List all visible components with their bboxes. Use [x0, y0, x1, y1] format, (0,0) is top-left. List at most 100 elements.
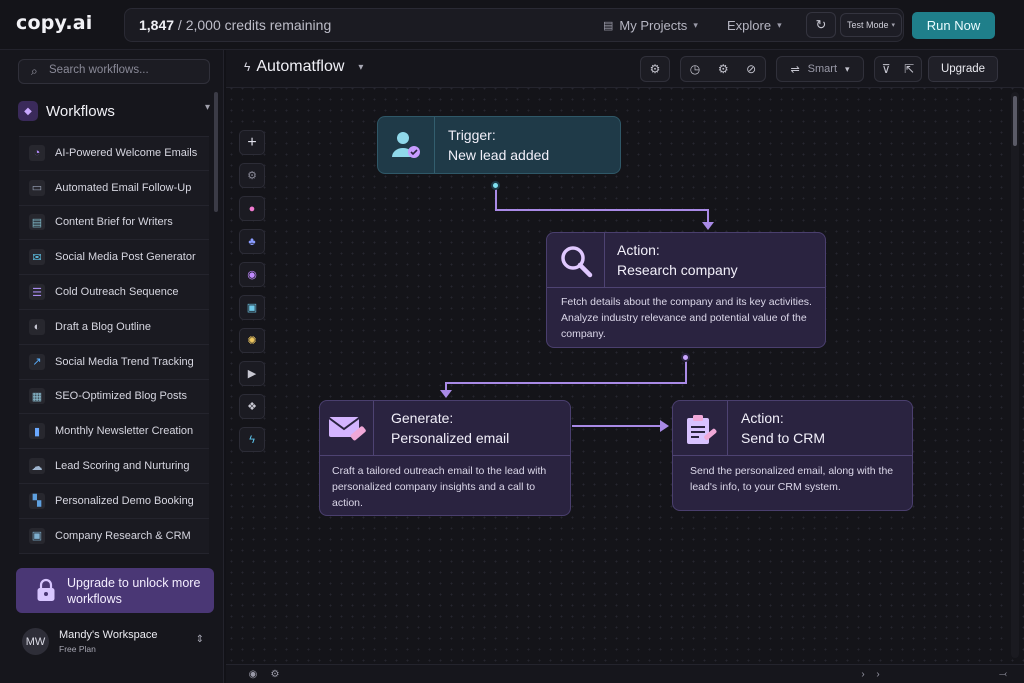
generate-node[interactable]: Generate: Personalized email Craft a tai… — [319, 400, 571, 516]
chevron-right-icon[interactable]: › — [876, 669, 880, 680]
chat-icon: ▭ — [29, 179, 45, 196]
canvas-scrollbar[interactable] — [1013, 96, 1017, 146]
mail-icon: ✉ — [29, 249, 45, 266]
logo[interactable]: copy.ai — [16, 12, 93, 34]
export-icon[interactable]: ⇱ — [904, 62, 915, 76]
record-icon[interactable]: ◉ — [248, 669, 258, 680]
workflow-item[interactable]: ◐Draft a Blog Outline — [19, 309, 209, 345]
test-mode-label: Test Mode — [846, 20, 889, 30]
workflow-item[interactable]: ◔AI-Powered Welcome Emails — [19, 136, 209, 171]
cog-icon[interactable]: ⚙ — [717, 62, 729, 76]
refresh-icon: ↻ — [815, 17, 827, 32]
gear-icon: ⚙ — [649, 62, 661, 76]
research-node-header — [547, 233, 825, 288]
workflow-item[interactable]: ▭Automated Email Follow-Up — [19, 170, 209, 206]
workflow-item-label: Social Media Post Generator — [55, 251, 196, 264]
upgrade-button[interactable]: Upgrade — [928, 56, 998, 82]
filter-icon[interactable]: ⊽ — [881, 62, 891, 76]
cloud-icon: ☁ — [29, 458, 45, 475]
trigger-node[interactable]: Trigger: New lead added — [377, 116, 621, 174]
collapse-icon[interactable]: ⤙ — [999, 669, 1007, 680]
gear-small-icon[interactable]: ⚙ — [239, 163, 265, 188]
explore-label: Explore — [727, 18, 772, 33]
workflow-item[interactable]: ✉ Social Media Post Generator — [19, 240, 209, 276]
workflow-item-label: Monthly Newsletter Creation — [55, 425, 194, 438]
workflow-item[interactable]: ▤Content Brief for Writers — [19, 205, 209, 241]
test-mode-toggle[interactable]: Test Mode ▾ — [840, 13, 902, 37]
history-tools: ◷ ⚙ ⊘ — [680, 56, 766, 82]
user-add-icon — [392, 132, 420, 158]
crm-node-header — [673, 401, 912, 456]
research-kind: Action: — [617, 242, 660, 258]
bar-chart-icon: ▮ — [29, 423, 45, 440]
connectors — [440, 187, 714, 432]
workflows-section-header[interactable]: ◆ Workflows ▾ — [18, 98, 210, 124]
settings-button[interactable]: ⚙ — [640, 56, 670, 82]
crm-node[interactable]: Action: Send to CRM Send the personalize… — [672, 400, 913, 511]
crm-icon-box — [673, 401, 728, 456]
research-title: Research company — [617, 262, 738, 278]
arrowhead — [702, 222, 714, 230]
document-icon: ▤ — [29, 214, 45, 231]
clipboard-icon — [687, 414, 717, 444]
seo-icon: ▦ — [29, 388, 45, 405]
folder-icon: ▤ — [603, 20, 614, 32]
tool-rail: + ⚙ ● ♣ ◉ ▣ ✺ ▶ ❖ ϟ — [239, 130, 266, 460]
pin-icon[interactable]: ● — [239, 196, 265, 221]
research-output-port[interactable] — [681, 353, 690, 362]
workflow-list: ◔AI-Powered Welcome Emails▭Automated Ema… — [19, 136, 209, 554]
trigger-output-port[interactable] — [491, 181, 500, 190]
clock-icon[interactable]: ◷ — [689, 62, 701, 76]
crm-title: Send to CRM — [741, 430, 826, 446]
credits-remaining: / 2,000 credits remaining — [174, 17, 332, 33]
flow-canvas[interactable]: ϟ Automatflow ▾ ⚙ ◷ ⚙ ⊘ ⇌ Smart ▾ ⊽ ⇱ Up… — [226, 50, 1024, 683]
workflow-item-label: Company Research & CRM — [55, 529, 191, 542]
bolt-icon[interactable]: ϟ — [239, 427, 265, 452]
my-projects-menu[interactable]: ▤ My Projects ▾ — [603, 18, 698, 33]
arrowhead — [660, 420, 669, 432]
run-now-button[interactable]: Run Now — [912, 12, 995, 39]
search-input[interactable] — [49, 64, 199, 76]
workflow-item-label: SEO-Optimized Blog Posts — [55, 390, 188, 403]
plus-icon[interactable]: + — [239, 130, 265, 155]
workflow-item[interactable]: ▮ Monthly Newsletter Creation — [19, 414, 209, 450]
chain-icon[interactable]: ❖ — [239, 394, 265, 419]
workflow-item[interactable]: ▦ SEO-Optimized Blog Posts — [19, 379, 209, 415]
generate-node-header — [320, 401, 570, 456]
workflow-item-label: Personalized Demo Booking — [55, 494, 194, 507]
workflow-item[interactable]: ☁Lead Scoring and Nurturing — [19, 449, 209, 484]
mode-select[interactable]: ⇌ Smart ▾ — [776, 56, 864, 82]
research-icon-box — [547, 233, 605, 288]
filter-export-tools: ⊽ ⇱ — [874, 56, 922, 82]
search-box[interactable]: ⌕ — [18, 59, 210, 84]
explore-menu[interactable]: Explore ▾ — [727, 18, 782, 33]
play-icon[interactable]: ▶ — [239, 361, 265, 386]
toggle-icon: ◐ — [29, 318, 45, 335]
gear-icon[interactable]: ⚙ — [270, 669, 280, 680]
upgrade-text: Upgrade to unlock more workflows — [67, 576, 201, 606]
orb-icon[interactable]: ◉ — [239, 262, 265, 287]
email-edit-icon — [327, 416, 366, 440]
upgrade-card[interactable]: Upgrade to unlock more workflows — [16, 568, 214, 613]
tv-icon[interactable]: ▣ — [239, 295, 265, 320]
workflow-item[interactable]: ☰Cold Outreach Sequence — [19, 275, 209, 310]
block-icon[interactable]: ⊘ — [746, 62, 757, 76]
magnifier-icon — [560, 245, 592, 277]
sun-icon[interactable]: ✺ — [239, 328, 265, 353]
workflow-item[interactable]: ↗Social Media Trend Tracking — [19, 344, 209, 380]
workflow-item[interactable]: ▚Personalized Demo Booking — [19, 483, 209, 519]
chevron-right-icon[interactable]: › — [861, 669, 865, 680]
workspace-switcher[interactable]: MW Mandy's Workspace Free Plan ⇕ — [22, 626, 212, 658]
plant-icon[interactable]: ♣ — [239, 229, 265, 254]
canvas-scroll-track[interactable] — [1011, 92, 1019, 658]
research-node[interactable]: Action: Research company Fetch details a… — [546, 232, 826, 348]
flow-title-menu[interactable]: ϟ Automatflow ▾ — [244, 58, 363, 76]
my-projects-label: My Projects — [619, 18, 688, 33]
workflows-title: Workflows — [46, 102, 115, 120]
canvas-toolbar: ϟ Automatflow ▾ ⚙ ◷ ⚙ ⊘ ⇌ Smart ▾ ⊽ ⇱ Up… — [226, 50, 1024, 88]
refresh-button[interactable]: ↻ — [806, 12, 836, 38]
search-icon: ⌕ — [31, 64, 38, 78]
sidebar-scrollbar[interactable] — [214, 92, 218, 212]
workflow-item[interactable]: ▣Company Research & CRM — [19, 518, 209, 554]
